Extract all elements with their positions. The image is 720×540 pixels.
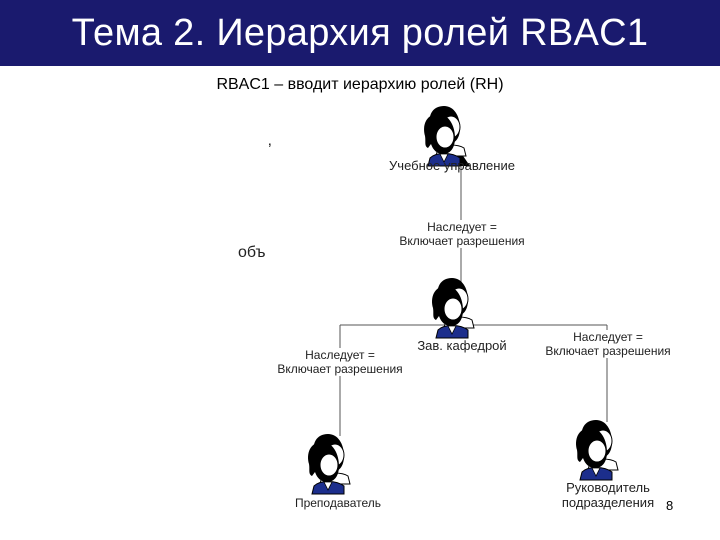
edge-label-right-line2: Включает разрешения (545, 344, 671, 358)
edge-label-left-line2: Включает разрешения (277, 362, 403, 376)
text-fragment-tick: ‚ (268, 132, 272, 149)
role-label-right: Руководитель подразделения (561, 480, 655, 510)
role-label-middle: Зав. кафедрой (417, 338, 507, 353)
role-icon-middle (431, 277, 475, 339)
edge-label-right: Наследует = Включает разрешения (538, 330, 678, 358)
edge-label-top-line2: Включает разрешения (399, 234, 525, 248)
edge-label-left-line1: Наследует = (305, 348, 375, 362)
role-icon-right (575, 419, 619, 481)
text-fragment-partial: объ (238, 244, 266, 261)
slide-title-bar: Тема 2. Иерархия ролей RBAC1 (0, 0, 720, 66)
role-label-top: Учебное управление (389, 158, 515, 173)
role-label-left: Преподаватель (294, 496, 382, 510)
role-icon-left (307, 433, 351, 495)
page-number: 8 (666, 498, 674, 513)
slide-title: Тема 2. Иерархия ролей RBAC1 (71, 11, 649, 54)
edge-label-left: Наследует = Включает разрешения (270, 348, 410, 376)
edge-label-top-line1: Наследует = (427, 220, 497, 234)
edge-label-top: Наследует = Включает разрешения (392, 220, 532, 248)
slide-subtitle: RBAC1 – вводит иерархию ролей (RH) (216, 76, 504, 93)
edge-label-right-line1: Наследует = (573, 330, 643, 344)
